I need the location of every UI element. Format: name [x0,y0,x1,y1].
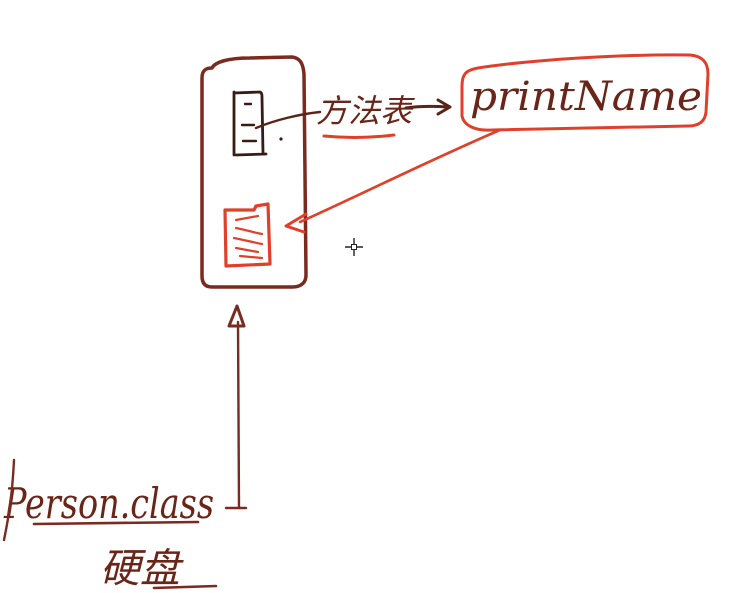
document-icon [232,90,283,157]
arrow-head-icon [284,212,308,234]
load-arrow-shaft [236,320,241,510]
print-name-box [460,53,710,132]
memory-box [200,55,308,289]
person-class-tail [2,458,248,542]
method-table-pointer [254,110,322,130]
printname-to-method-arrow [298,128,502,224]
hard-disk-underline [152,584,218,590]
load-arrow-head [227,304,246,328]
method-table-label: 方法表 [316,92,415,130]
document-icon [223,202,272,268]
person-class-label: Person.class [3,479,214,528]
person-class-underline [32,520,200,526]
method-table-underline [322,133,396,139]
hard-disk-label: 硬盘 [100,546,184,592]
crosshair-cursor-icon [345,238,363,256]
arrow-to-printname [404,98,452,116]
print-name-label: printName [470,74,702,120]
